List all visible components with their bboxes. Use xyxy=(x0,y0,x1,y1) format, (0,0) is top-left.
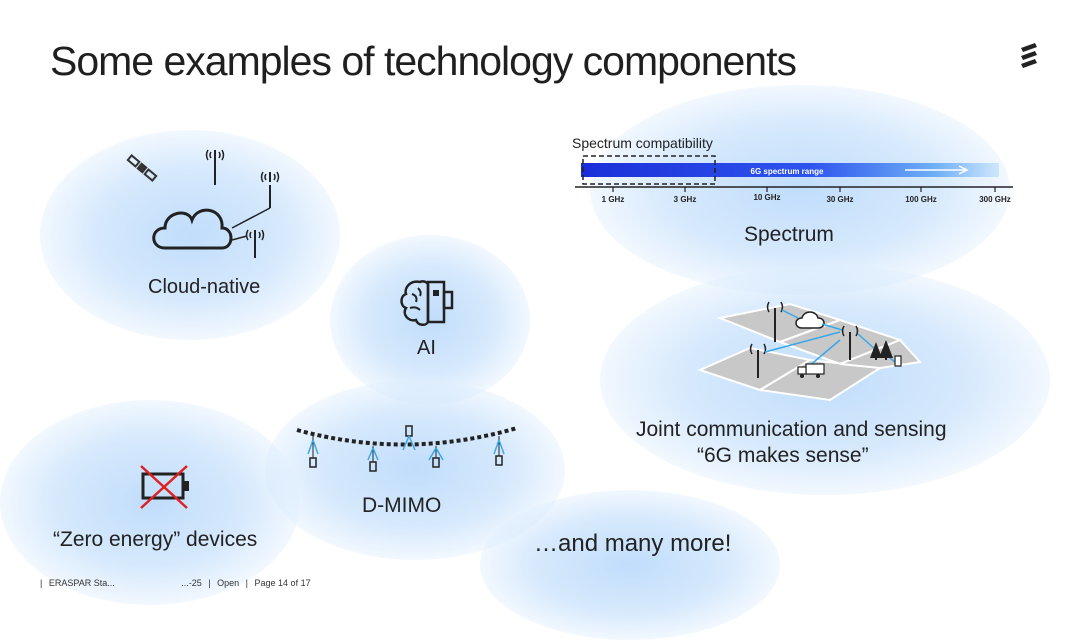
tick-label: 300 GHz xyxy=(979,195,1011,204)
spectrum-bubble xyxy=(590,85,1010,295)
cloud-native-bubble xyxy=(40,130,340,340)
antenna-icon xyxy=(231,229,265,258)
d-mimo-label: D-MIMO xyxy=(362,494,442,517)
base-station-icon xyxy=(749,343,767,378)
footer-classification: Open xyxy=(217,578,240,588)
antenna-icon xyxy=(231,171,280,229)
phone-icon xyxy=(894,355,902,367)
base-station-icon xyxy=(766,301,784,342)
truck-icon xyxy=(797,363,825,378)
jcas-tagline: “6G makes sense” xyxy=(697,444,869,467)
base-station-icon xyxy=(841,325,859,360)
spectrum-range-chart: 6G spectrum range 1 GHz 3 GHz 10 GHz 30 … xyxy=(575,155,1013,204)
zero-energy-bubble xyxy=(0,400,300,605)
tick-label: 1 GHz xyxy=(602,195,625,204)
ai-label: AI xyxy=(417,337,436,359)
spectrum-range-label: 6G spectrum range xyxy=(751,167,824,176)
ericsson-logo-icon xyxy=(1021,43,1037,68)
tick-label: 3 GHz xyxy=(674,195,697,204)
antenna-icon xyxy=(205,149,225,185)
jcas-illustration xyxy=(697,301,922,402)
d-mimo-illustration xyxy=(296,425,518,472)
spectrum-compatibility-box xyxy=(582,155,716,185)
more-bubble xyxy=(480,490,780,640)
tick-label: 30 GHz xyxy=(826,195,853,204)
tick-label: 10 GHz xyxy=(753,193,780,202)
page-title: Some examples of technology components xyxy=(50,38,797,84)
access-point-icon xyxy=(428,446,444,468)
footer-date: ...-25 xyxy=(181,578,202,588)
satellite-icon xyxy=(126,154,158,182)
cloud-native-label: Cloud-native xyxy=(148,276,261,298)
footer: | ERASPAR Sta... ...-25 | Open | Page 14… xyxy=(40,578,311,588)
axis-ticks xyxy=(612,187,996,192)
access-point-icon xyxy=(367,446,379,472)
zero-energy-label: “Zero energy” devices xyxy=(53,528,258,551)
spectrum-compatibility-label: Spectrum compatibility xyxy=(572,135,713,151)
footer-page: Page 14 of 17 xyxy=(254,578,311,588)
access-point-icon xyxy=(493,436,505,466)
jcas-label: Joint communication and sensing xyxy=(636,418,947,441)
spectrum-range-bar xyxy=(581,163,999,177)
empty-battery-crossed-icon xyxy=(140,465,189,509)
tick-label: 100 GHz xyxy=(905,195,937,204)
footer-company: ERASPAR Sta... xyxy=(48,578,115,588)
spectrum-label: Spectrum xyxy=(744,223,834,246)
cloud-icon xyxy=(152,208,233,250)
cloud-native-illustration xyxy=(126,149,280,258)
access-point-icon xyxy=(307,436,319,468)
access-point-icon xyxy=(402,425,416,451)
trees-icon xyxy=(870,340,893,360)
ai-bubble xyxy=(330,235,530,405)
ai-brain-icon xyxy=(400,280,454,326)
many-more-label: …and many more! xyxy=(534,530,732,557)
